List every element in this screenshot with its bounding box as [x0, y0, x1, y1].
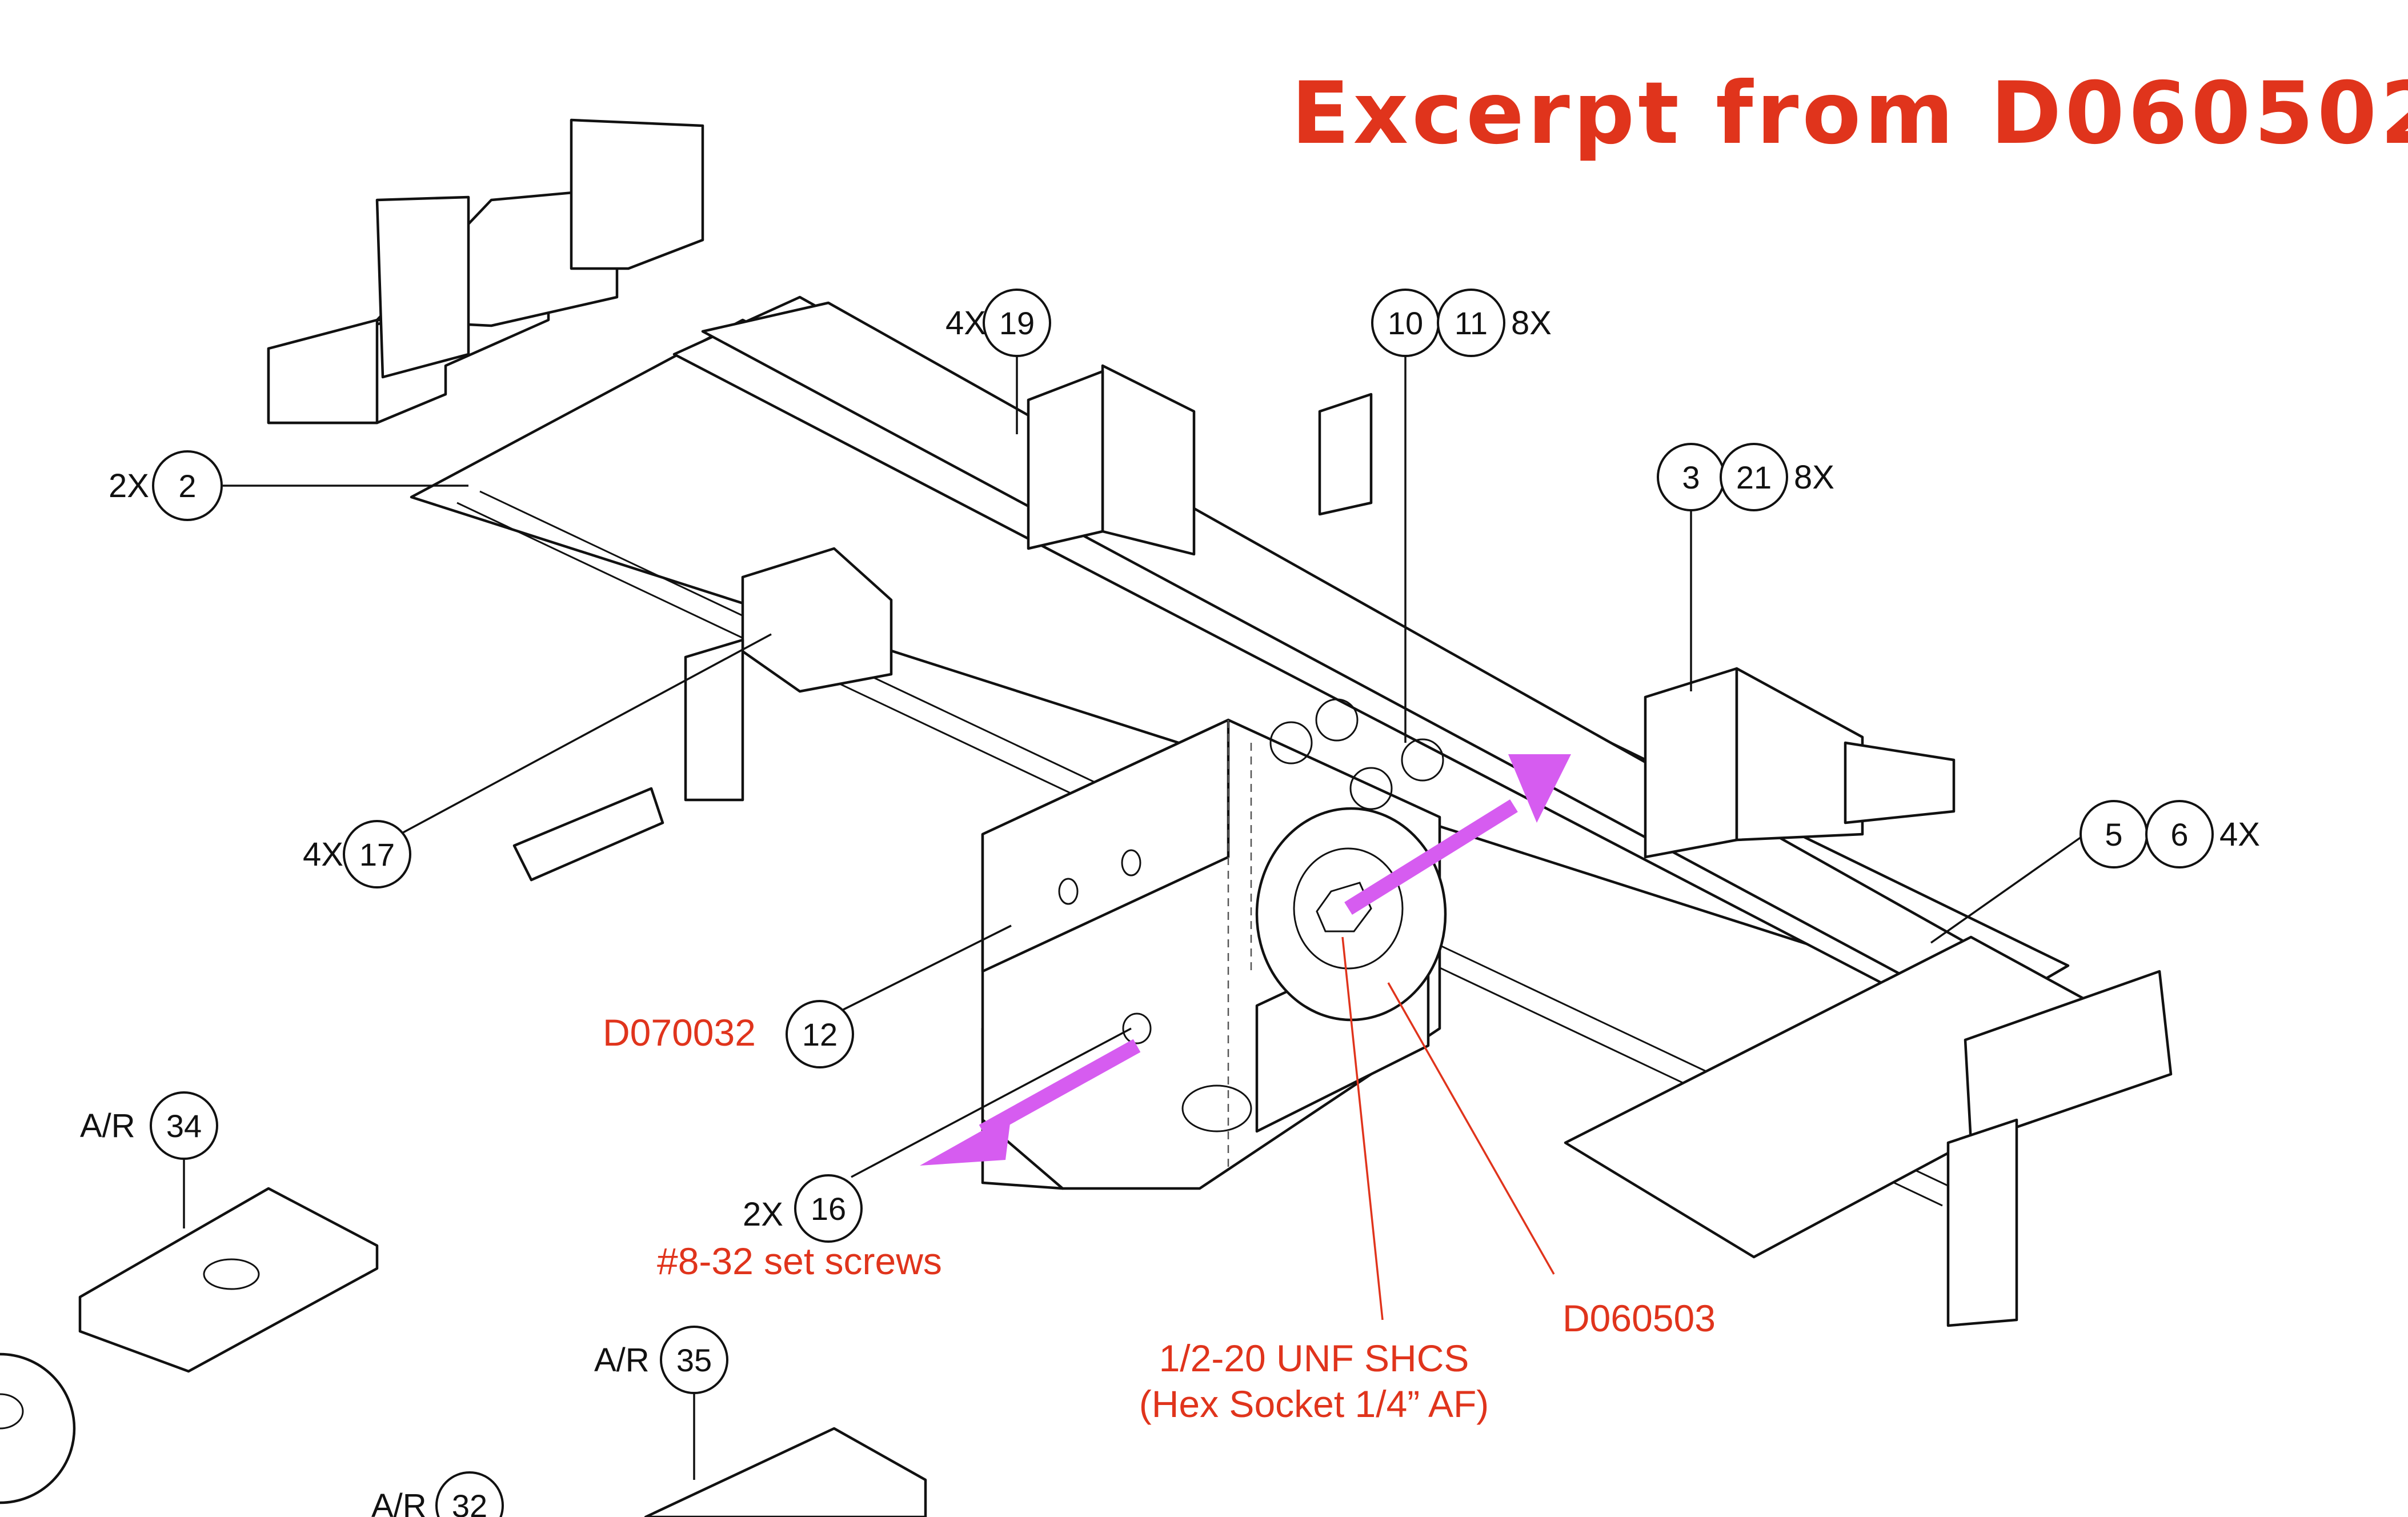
callout-qty: 4X — [945, 305, 986, 342]
washer-label: D060503 — [1562, 1297, 1716, 1339]
shcs-label-line2: (Hex Socket 1/4” AF) — [1139, 1383, 1489, 1425]
callout-qty: 8X — [1511, 305, 1552, 342]
callout-number: 32 — [452, 1488, 487, 1517]
callout-16: 2X 16 #8-32 set screws — [657, 1174, 942, 1282]
disc-partial — [0, 1352, 76, 1504]
callout-34: A/R 34 — [80, 1091, 218, 1160]
callout-number: 11 — [1455, 305, 1488, 341]
callout-19: 4X 19 — [945, 289, 1051, 357]
callout-number: 21 — [1736, 459, 1772, 495]
arrow-down-left-icon — [920, 1114, 1011, 1166]
leader-lines — [183, 351, 2086, 1480]
callout-17: 4X 17 — [303, 820, 411, 888]
callout-qty: 4X — [303, 836, 343, 873]
callout-32: A/R 32 — [371, 1471, 504, 1517]
callout-number: 6 — [2170, 816, 2188, 852]
arrow-up-right-icon — [1508, 754, 1571, 823]
callout-3-21: 3 21 8X — [1657, 443, 1834, 511]
callout-qty: 2X — [109, 467, 149, 505]
callout-number: 12 — [802, 1016, 838, 1052]
setscrew-label: #8-32 set screws — [657, 1240, 942, 1282]
callout-qty: 8X — [1794, 459, 1834, 496]
callout-number: 16 — [811, 1191, 846, 1227]
block-35 — [644, 1427, 927, 1517]
callout-2: 2X 2 — [109, 450, 223, 521]
callout-number: 17 — [359, 836, 395, 872]
callout-number: 3 — [1682, 459, 1700, 495]
magenta-arrows — [920, 754, 1571, 1166]
shcs-label-line1: 1/2-20 UNF SHCS — [1159, 1337, 1469, 1379]
callout-12: D070032 12 — [603, 1000, 854, 1068]
callout-10-11: 10 11 8X — [1371, 289, 1552, 357]
callout-5-6: 5 6 4X — [2080, 800, 2260, 868]
callout-number: 19 — [999, 305, 1035, 341]
callout-number: 2 — [178, 468, 196, 504]
part-12-label: D070032 — [603, 1011, 756, 1054]
callout-qty: A/R — [594, 1342, 650, 1379]
frame-assembly — [0, 118, 2173, 1517]
callout-35: A/R 35 — [594, 1326, 728, 1394]
callout-number: 10 — [1388, 305, 1423, 341]
callout-qty: 2X — [743, 1196, 783, 1233]
callout-number: 5 — [2105, 816, 2122, 852]
callout-number: 35 — [676, 1342, 712, 1378]
washer-d060503 — [1255, 807, 1447, 1022]
callout-number: 34 — [166, 1108, 202, 1144]
shim-34 — [78, 1187, 379, 1373]
callout-qty: A/R — [80, 1107, 135, 1144]
callout-qty: 4X — [2219, 816, 2260, 853]
callout-qty: A/R — [371, 1487, 427, 1517]
drawing-title: Excerpt from D060502 — [1291, 64, 2408, 163]
